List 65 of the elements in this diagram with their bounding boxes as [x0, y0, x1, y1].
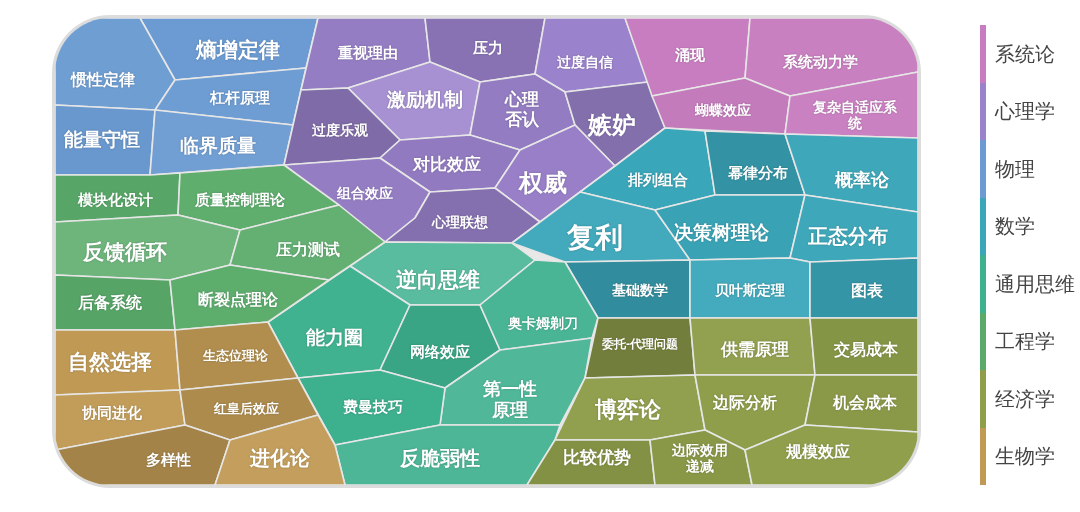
- cell-label: 反脆弱性: [400, 446, 480, 470]
- cell-label: 质量控制理论: [195, 191, 285, 209]
- cell-label: 能力圈: [305, 327, 363, 349]
- cell-label: 贝叶斯定理: [715, 281, 785, 299]
- cell-label: 反馈循环: [83, 239, 167, 265]
- legend-label: 物理: [995, 156, 1035, 182]
- legend-label: 心理学: [995, 98, 1055, 124]
- cell-label: 博弈论: [595, 397, 661, 423]
- cell-label: 后备系统: [78, 293, 142, 313]
- cell-label: 自然选择: [68, 349, 152, 375]
- cell-label: 惯性定律: [71, 70, 135, 90]
- cell-label: 断裂点理论: [198, 290, 278, 310]
- cell-label: 对比效应: [413, 155, 481, 175]
- cell-label: 网络效应: [410, 343, 470, 361]
- cell-label: 费曼技巧: [343, 398, 403, 416]
- cell-label: 概率论: [835, 169, 889, 191]
- cell-label: 压力测试: [276, 240, 340, 260]
- cell-label: 蝴蝶效应: [695, 101, 751, 119]
- cell-label: 嫉妒: [588, 111, 636, 139]
- cell-label: 压力: [473, 39, 503, 57]
- cell-label: 熵增定律: [196, 37, 280, 63]
- cell-label: 排列组合: [628, 171, 688, 189]
- cell-label: 过度自信: [557, 53, 613, 71]
- cell-label: 心理联想: [432, 213, 488, 231]
- cell-label: 供需原理: [721, 340, 789, 360]
- cell-label: 复利: [567, 221, 623, 255]
- legend-label: 系统论: [995, 41, 1055, 67]
- cell-label: 能量守恒: [64, 129, 140, 151]
- cell-label: 组合效应: [337, 184, 393, 202]
- cell-label: 进化论: [250, 446, 310, 470]
- cell-label: 边际分析: [713, 393, 777, 413]
- cell-label: 临界质量: [180, 135, 256, 157]
- cell-label: 多样性: [145, 451, 191, 469]
- cell-label: 过度乐观: [312, 121, 368, 139]
- cell-label: 基础数学: [612, 281, 668, 299]
- cell-label: 规模效应: [786, 442, 850, 462]
- cell-label: 奥卡姆剃刀: [508, 314, 578, 332]
- cell-label: 权威: [519, 169, 567, 197]
- cell-label: 边际效用递减: [671, 441, 729, 475]
- cell-label: 涌现: [675, 46, 705, 64]
- legend-label: 工程学: [995, 328, 1055, 354]
- cell-label: 图表: [851, 281, 883, 301]
- cell-label: 比较优势: [563, 448, 631, 468]
- legend-label: 生物学: [995, 443, 1055, 469]
- cell-label: 复杂自适应系统: [812, 98, 898, 132]
- cell-label: 机会成本: [833, 393, 897, 413]
- cell-label: 激励机制: [387, 89, 463, 111]
- cell-label: 委托-代理问题: [601, 338, 679, 352]
- cell-label: 逆向思维: [396, 267, 480, 293]
- cell-label: 系统动力学: [782, 53, 858, 71]
- cell-label: 重视理由: [338, 44, 398, 62]
- cell-label: 生态位理论: [202, 348, 268, 364]
- cell-label: 幂律分布: [728, 164, 788, 182]
- legend-label: 通用思维: [995, 271, 1075, 297]
- cell-label: 协同进化: [82, 404, 142, 422]
- cell-label: 正态分布: [808, 224, 888, 248]
- cell-label: 杠杆原理: [210, 89, 270, 107]
- cell-label: 决策树理论: [673, 222, 769, 244]
- cell-label: 红皇后效应: [213, 401, 279, 417]
- cell-label: 第一性原理: [482, 379, 538, 421]
- cell-label: 交易成本: [834, 340, 898, 360]
- cell-label: 模块化设计: [77, 191, 153, 209]
- legend-label: 数学: [995, 213, 1035, 239]
- cell-label: 心理否认: [503, 90, 540, 130]
- legend-label: 经济学: [995, 386, 1055, 412]
